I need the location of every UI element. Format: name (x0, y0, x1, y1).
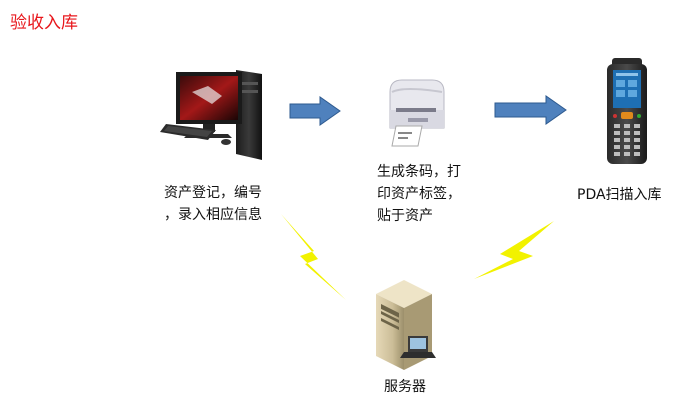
label-line: ，录入相应信息 (164, 207, 262, 223)
page-title: 验收入库 (10, 13, 78, 33)
desktop-computer-icon (160, 70, 262, 160)
node-label-pda: PDA扫描入库 (577, 184, 662, 206)
label-printer-icon (389, 79, 445, 147)
node-label-printer: 生成条码，打 印资产标签， 贴于资产 (377, 161, 461, 227)
label-line: 生成条码，打 (377, 164, 461, 180)
lightning-bolt-icon (281, 214, 346, 300)
node-label-server: 服务器 (384, 376, 426, 398)
server-tower-icon (376, 280, 436, 370)
label-line: 服务器 (384, 379, 426, 395)
label-line: 印资产标签， (377, 186, 461, 202)
pda-scanner-icon (607, 58, 647, 164)
label-line: PDA扫描入库 (577, 187, 662, 203)
flow-arrow-2 (494, 95, 567, 125)
label-line: 贴于资产 (377, 208, 433, 224)
flow-arrow-1 (289, 96, 341, 126)
lightning-bolt-icon (474, 221, 554, 279)
label-line: 资产登记，编号 (164, 185, 262, 201)
node-label-computer: 资产登记，编号 ，录入相应信息 (164, 182, 262, 226)
